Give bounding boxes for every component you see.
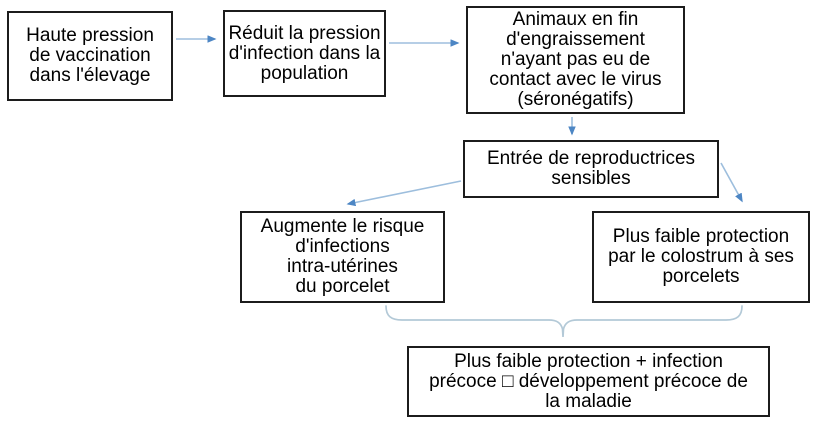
box-augmente-risque-infections-label: Augmente le risque d'infections intra-ut… xyxy=(260,216,425,297)
box-augmente-risque-infections: Augmente le risque d'infections intra-ut… xyxy=(240,211,445,303)
box-faible-protection-colostrum-label: Plus faible protection par le colostrum … xyxy=(608,226,794,287)
arrow-entree-to-augmente xyxy=(346,180,462,207)
brace xyxy=(385,305,743,338)
box-conclusion-maladie: Plus faible protection + infection préco… xyxy=(407,346,770,417)
box-entree-reproductrices: Entrée de reproductrices sensibles xyxy=(463,140,719,198)
box-haute-pression-vaccination: Haute pression de vaccination dans l'éle… xyxy=(7,11,173,101)
box-haute-pression-vaccination-label: Haute pression de vaccination dans l'éle… xyxy=(26,25,154,86)
box-reduit-pression-infection: Réduit la pression d'infection dans la p… xyxy=(223,10,386,97)
box-faible-protection-colostrum: Plus faible protection par le colostrum … xyxy=(592,211,810,303)
box-conclusion-maladie-label: Plus faible protection + infection préco… xyxy=(429,350,748,412)
box-reduit-pression-infection-label: Réduit la pression d'infection dans la p… xyxy=(228,22,381,84)
box-animaux-fin-engraissement-label: Animaux en fin d'engraissement n'ayant p… xyxy=(489,9,662,110)
box-animaux-fin-engraissement: Animaux en fin d'engraissement n'ayant p… xyxy=(466,6,685,114)
arrow-entree-to-colostrum xyxy=(720,162,743,203)
box-entree-reproductrices-label: Entrée de reproductrices sensibles xyxy=(486,148,696,189)
